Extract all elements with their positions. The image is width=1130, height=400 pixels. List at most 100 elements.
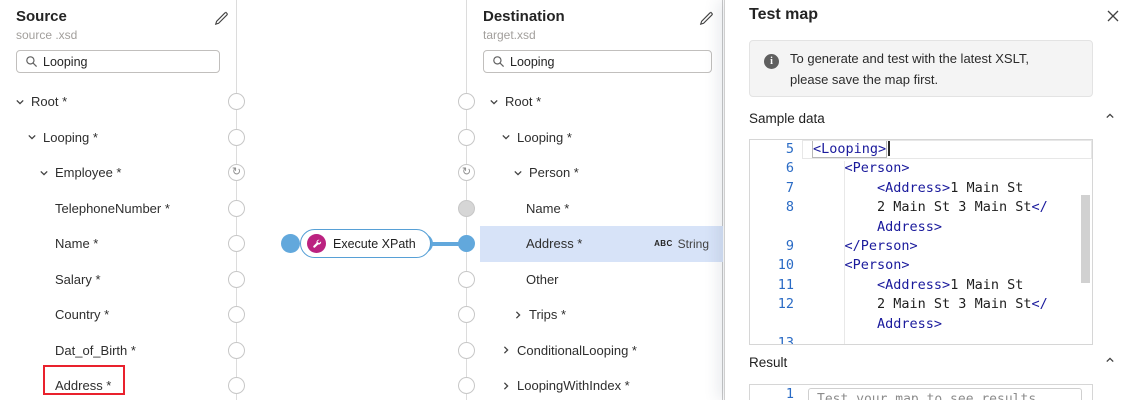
chevron-up-icon[interactable] xyxy=(1104,109,1116,127)
chevron-right-icon[interactable] xyxy=(500,344,512,356)
function-input-handle[interactable] xyxy=(281,234,300,253)
code-line-content: <Person> xyxy=(802,256,1092,275)
code-token: <Address> xyxy=(877,179,951,196)
test-map-panel: Test map i To generate and test with the… xyxy=(724,0,1130,400)
source-tree-item-country[interactable]: Country * xyxy=(0,297,228,333)
chevron-down-icon[interactable] xyxy=(26,131,38,143)
search-icon xyxy=(25,55,38,73)
source-tree-item-telephonenumber[interactable]: TelephoneNumber * xyxy=(0,191,228,227)
line-number: 6 xyxy=(785,160,794,177)
sample-data-section-header[interactable]: Sample data xyxy=(749,108,1116,128)
destination-tree-item-trips[interactable]: Trips * xyxy=(480,297,723,333)
connection-line xyxy=(424,242,468,246)
source-connection-point-dat-of-birth[interactable] xyxy=(228,341,245,359)
code-line-content: <Address>1 Main St xyxy=(802,179,1092,198)
destination-subtitle: target.xsd xyxy=(483,28,536,42)
code-line: 7 <Address>1 Main St xyxy=(750,179,1092,198)
result-section-header[interactable]: Result xyxy=(749,352,1116,372)
pencil-icon xyxy=(698,11,714,29)
code-line-content: 2 Main St 3 Main St</ xyxy=(802,295,1092,314)
source-tree-item-root[interactable]: Root * xyxy=(0,84,228,120)
chevron-right-icon[interactable] xyxy=(512,309,524,321)
source-connection-point-country[interactable] xyxy=(228,306,245,324)
execute-xpath-function-node[interactable]: Execute XPath xyxy=(300,229,431,258)
source-connection-point-telephonenumber[interactable] xyxy=(228,199,245,217)
tree-item-label: Dat_of_Birth * xyxy=(55,342,136,358)
close-button[interactable] xyxy=(1103,7,1123,27)
sample-data-editor[interactable]: 5<Looping>6 <Person>7 <Address>1 Main St… xyxy=(749,139,1093,345)
source-tree-item-looping[interactable]: Looping * xyxy=(0,120,228,156)
result-label: Result xyxy=(749,354,788,370)
tree-item-label: Country * xyxy=(55,307,110,323)
tree-item-label: ConditionalLooping * xyxy=(517,342,637,358)
editor-scrollbar-thumb[interactable] xyxy=(1081,195,1090,283)
code-token: 1 Main St xyxy=(950,276,1024,293)
source-connection-point-address[interactable] xyxy=(228,377,245,395)
result-editor[interactable]: 1 Test your map to see results xyxy=(749,384,1093,400)
destination-connection-point-name[interactable] xyxy=(458,199,475,217)
destination-connection-point-other[interactable] xyxy=(458,270,475,288)
code-line: 5<Looping> xyxy=(750,140,1092,160)
code-lines: 5<Looping>6 <Person>7 <Address>1 Main St… xyxy=(750,140,1092,344)
source-connection-point-name[interactable] xyxy=(228,235,245,253)
code-line-content: </Person> xyxy=(802,237,1092,256)
destination-tree-item-conditionallooping[interactable]: ConditionalLooping * xyxy=(480,333,723,369)
destination-tree-item-root[interactable]: Root * xyxy=(480,84,723,120)
source-tree-item-salary[interactable]: Salary * xyxy=(0,262,228,298)
chevron-down-icon[interactable] xyxy=(14,96,26,108)
code-token: 1 Main St xyxy=(950,179,1024,196)
source-connection-point-root[interactable] xyxy=(228,93,245,111)
tree-item-label: Name * xyxy=(55,236,99,252)
type-label: String xyxy=(677,236,709,251)
destination-edit-button[interactable] xyxy=(697,10,715,28)
code-token: <Address> xyxy=(877,276,951,293)
destination-tree-item-name[interactable]: Name * xyxy=(480,191,723,227)
source-connection-point-salary[interactable] xyxy=(228,270,245,288)
info-icon: i xyxy=(764,54,779,69)
code-token: 2 Main St 3 Main St xyxy=(877,296,1032,313)
destination-connection-point-root[interactable] xyxy=(458,93,475,111)
chevron-up-icon[interactable] xyxy=(1104,353,1116,371)
destination-search-input[interactable] xyxy=(510,51,707,72)
source-tree-item-address[interactable]: Address * xyxy=(0,368,228,400)
source-tree-item-employee[interactable]: Employee * xyxy=(0,155,228,191)
code-token: Address> xyxy=(877,315,943,332)
code-line: Address> xyxy=(750,315,1092,334)
source-edit-button[interactable] xyxy=(212,10,230,28)
destination-tree-item-other[interactable]: Other xyxy=(480,262,723,298)
source-loop-connector-icon[interactable]: ↻ xyxy=(228,164,245,182)
code-line-content: 2 Main St 3 Main St</ xyxy=(802,198,1092,217)
tree-item-label: Looping * xyxy=(517,129,572,145)
function-node-label: Execute XPath xyxy=(333,236,416,251)
code-line: 6 <Person> xyxy=(750,159,1092,178)
source-search-input[interactable] xyxy=(43,51,215,72)
close-icon xyxy=(1106,10,1120,26)
code-line-content xyxy=(802,334,1092,344)
tree-item-label: Name * xyxy=(526,200,570,216)
source-search xyxy=(16,50,220,73)
destination-connection-point-conditionallooping[interactable] xyxy=(458,341,475,359)
result-line-number: 1 xyxy=(785,386,794,400)
chevron-right-icon[interactable] xyxy=(500,380,512,392)
destination-tree-item-person[interactable]: Person * xyxy=(480,155,723,191)
destination-connection-point-looping[interactable] xyxy=(458,128,475,146)
destination-connection-point-loopingwithindex[interactable] xyxy=(458,377,475,395)
chevron-down-icon[interactable] xyxy=(488,96,500,108)
destination-tree: Root * Looping * Person * Name * Address *AB… xyxy=(470,84,723,400)
destination-title: Destination xyxy=(483,8,565,25)
text-cursor xyxy=(888,141,890,156)
chevron-down-icon[interactable] xyxy=(512,167,524,179)
source-tree-item-dat-of-birth[interactable]: Dat_of_Birth * xyxy=(0,333,228,369)
line-number: 10 xyxy=(777,257,794,274)
destination-connection-point-trips[interactable] xyxy=(458,306,475,324)
code-line: 12 2 Main St 3 Main St</ xyxy=(750,295,1092,314)
destination-loop-connector-icon[interactable]: ↻ xyxy=(458,164,475,182)
source-tree-item-name[interactable]: Name * xyxy=(0,226,228,262)
destination-tree-item-looping[interactable]: Looping * xyxy=(480,120,723,156)
chevron-down-icon[interactable] xyxy=(38,167,50,179)
source-connection-point-looping[interactable] xyxy=(228,128,245,146)
destination-tree-item-loopingwithindex[interactable]: LoopingWithIndex * xyxy=(480,368,723,400)
chevron-down-icon[interactable] xyxy=(500,131,512,143)
